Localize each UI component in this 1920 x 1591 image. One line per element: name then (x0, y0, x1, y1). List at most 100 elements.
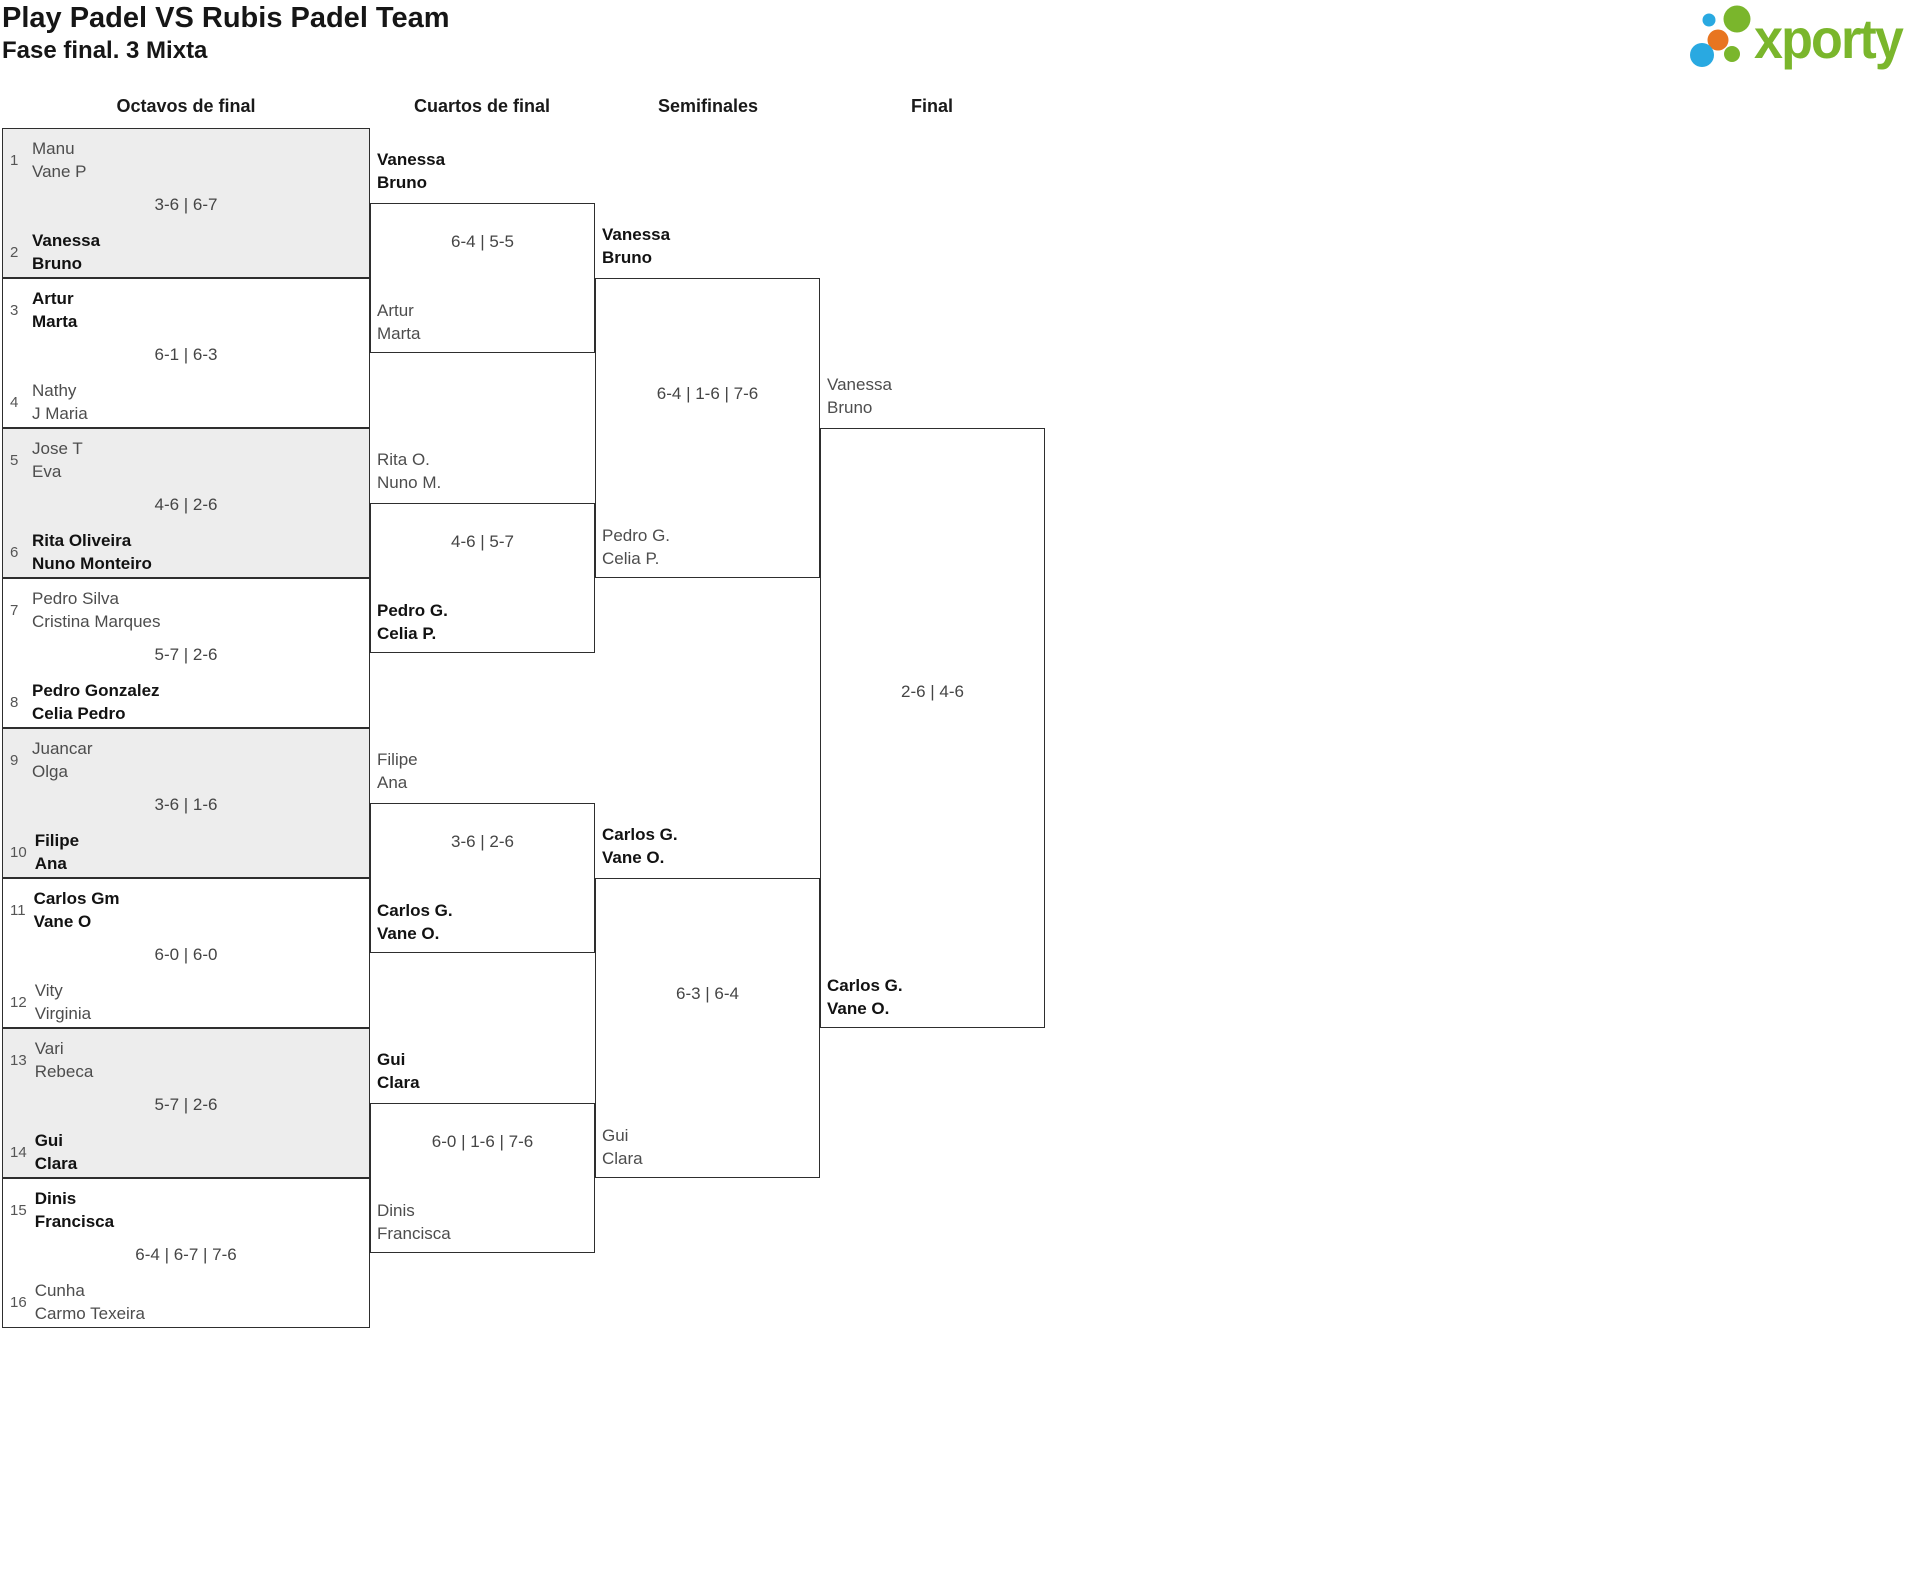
seed-number: 6 (10, 543, 19, 561)
seed-number: 10 (10, 843, 27, 861)
match-box-final-1[interactable]: 2-6 | 4-6 (820, 428, 1045, 1028)
match-score: 6-1 | 6-3 (154, 345, 218, 364)
match-score: 5-7 | 2-6 (154, 1095, 218, 1114)
match-score: 6-0 | 6-0 (154, 945, 218, 964)
logo-wordmark: xporty (1754, 7, 1904, 70)
tournament-title: Play Padel VS Rubis Padel Team (2, 2, 450, 34)
seed-number: 13 (10, 1051, 27, 1069)
match-box-cuartos-2[interactable]: 4-6 | 5-7 (370, 503, 595, 653)
seed-number: 4 (10, 393, 19, 411)
seed-number: 5 (10, 451, 19, 469)
seed-number: 2 (10, 243, 19, 261)
round-header-3: Semifinales (657, 96, 759, 116)
round-header-2: Cuartos de final (413, 96, 551, 116)
match-score: 3-6 | 2-6 (450, 832, 514, 851)
seed-number: 11 (10, 901, 26, 919)
match-box-cuartos-1[interactable]: 6-4 | 5-5 (370, 203, 595, 353)
tournament-subtitle: Fase final. 3 Mixta (2, 37, 208, 64)
seed-number: 1 (10, 151, 19, 169)
seed-number: 7 (10, 601, 19, 619)
match-score: 5-7 | 2-6 (154, 645, 218, 664)
team-name: Rita O.Nuno M. (377, 450, 442, 492)
match-box-cuartos-4[interactable]: 6-0 | 1-6 | 7-6 (370, 1103, 595, 1253)
team-name: Carlos G.Vane O. (827, 976, 903, 1018)
seed-number: 12 (10, 993, 27, 1011)
round-header-4: Final (910, 96, 954, 116)
team-name: Pedro G.Celia P. (602, 526, 671, 568)
seed-number: 16 (10, 1293, 27, 1311)
match-score: 6-0 | 1-6 | 7-6 (431, 1132, 534, 1151)
logo-dot-blue-small (1702, 13, 1716, 27)
seed-number: 8 (10, 693, 19, 711)
match-score: 6-4 | 1-6 | 7-6 (656, 384, 759, 403)
match-score: 6-4 | 6-7 | 7-6 (135, 1245, 237, 1264)
seed-number: 9 (10, 751, 19, 769)
match-score: 3-6 | 6-7 (154, 195, 218, 214)
team-name: Pedro G.Celia P. (377, 601, 448, 643)
seed-number: 15 (10, 1201, 27, 1219)
team-name: Carlos G.Vane O. (377, 901, 453, 943)
logo-dot-green-small (1724, 46, 1740, 62)
logo-dot-green-big (1723, 5, 1751, 33)
match-score: 4-6 | 2-6 (154, 495, 218, 514)
seed-number: 14 (10, 1143, 27, 1161)
seed-number: 3 (10, 301, 19, 319)
match-box-cuartos-3[interactable]: 3-6 | 2-6 (370, 803, 595, 953)
match-box-semifinales-2[interactable]: 6-3 | 6-4 (595, 878, 820, 1178)
logo-dot-blue-big (1690, 43, 1714, 67)
team-name: Carlos G.Vane O. (602, 825, 678, 867)
match-score: 4-6 | 5-7 (450, 532, 514, 551)
match-score: 2-6 | 4-6 (900, 682, 964, 701)
match-box-semifinales-1[interactable]: 6-4 | 1-6 | 7-6 (595, 278, 820, 578)
xporty-logo[interactable]: xporty (1684, 0, 1916, 78)
